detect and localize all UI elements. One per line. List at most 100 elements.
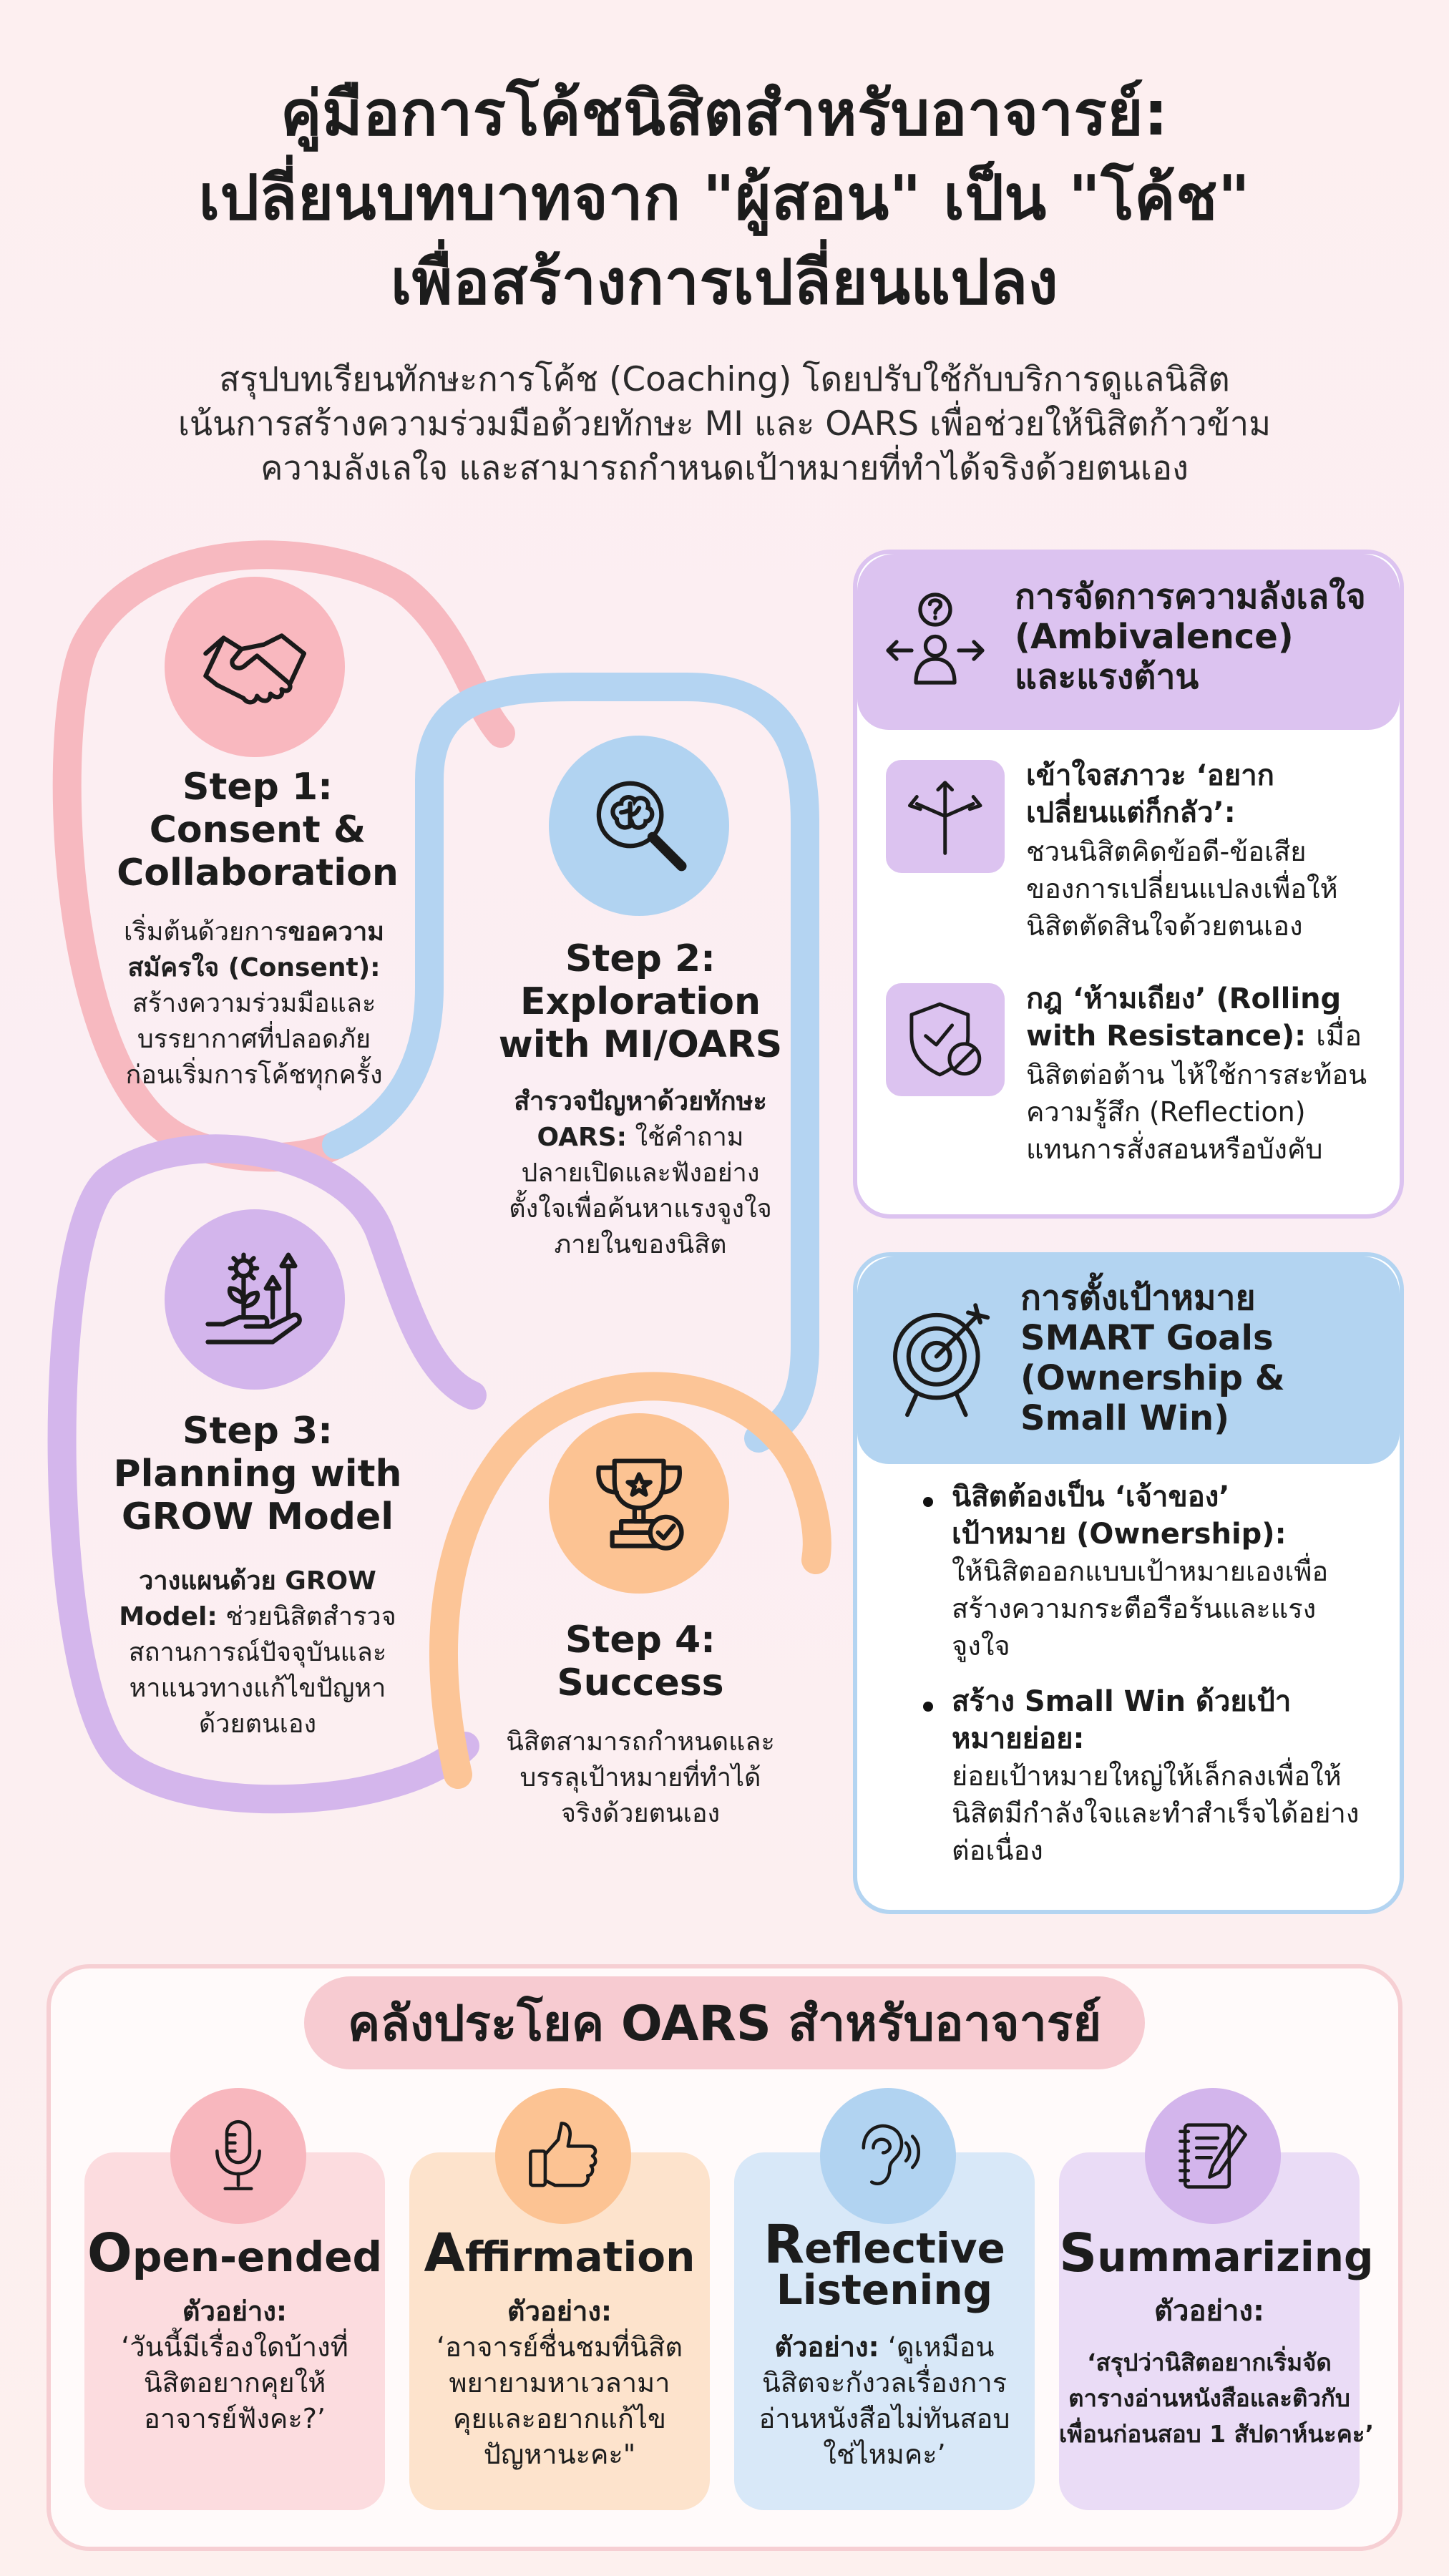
- step-desc-line: นิสิตสามารถกำหนดและ: [506, 1727, 775, 1757]
- oars-title-rest: eflective: [804, 2224, 1005, 2273]
- example-line: อาจารย์ฟังคะ?’: [144, 2403, 326, 2434]
- magnifier-brain-icon: [596, 781, 687, 872]
- ambivalence-item1-description: ชวนนิสิตคิดข้อดี-ข้อเสีย ของการเปลี่ยนแป…: [1026, 833, 1398, 945]
- item-desc-line: นิสิตต่อต้าน ไห้ใช้การสะท้อน: [1026, 1059, 1367, 1091]
- ambivalence-card-title: การจัดการความลังเลใจ (Ambivalence) และแร…: [1015, 577, 1400, 697]
- step-desc-text: ใช้คำถาม: [635, 1123, 744, 1152]
- ambivalence-item2-description: นิสิตต่อต้าน ไห้ใช้การสะท้อน ความรู้สึก …: [1026, 1056, 1400, 1168]
- oars-icon-circle: [820, 2088, 956, 2224]
- step4-icon-circle: [549, 1413, 729, 1594]
- step-title-line: Step 2:: [565, 937, 716, 980]
- bullet-desc-line: จูงใจ: [952, 1630, 1010, 1662]
- oars-initial: A: [424, 2223, 465, 2284]
- step2-icon-circle: [549, 736, 729, 916]
- goals-bullet2-description: ย่อยเป้าหมายใหญ่ให้เล็กลงเพื่อให้ นิสิตม…: [952, 1757, 1395, 1869]
- card-title-line: (Ambivalence): [1015, 617, 1294, 657]
- ear-icon: [862, 2124, 921, 2186]
- example-line: ‘วันนี้มีเรื่องใดบ้างที่: [121, 2331, 348, 2363]
- bullet-desc-line: ให้นิสิตออกแบบเป้าหมายเองเพื่อ: [952, 1556, 1329, 1587]
- item-desc-line: ของการเปลี่ยนแปลงเพื่อให้: [1026, 873, 1338, 904]
- ambivalence-card: การจัดการความลังเลใจ (Ambivalence) และแร…: [853, 550, 1404, 1219]
- path-segment-step4: [429, 1372, 831, 1789]
- bullet-dot: [923, 1497, 933, 1507]
- step3-icon-circle: [165, 1209, 345, 1390]
- example-line: ใช่ไหมคะ’: [823, 2439, 946, 2470]
- step-title-line: Collaboration: [117, 852, 399, 894]
- hand-plant-growth-icon: [205, 1252, 302, 1345]
- example-label: ตัวอย่าง:: [507, 2296, 613, 2327]
- oars-example-summarizing: ตัวอย่าง: ‘สรุปว่านิสิตอยากเริ่มจัด ตารา…: [1059, 2293, 1374, 2452]
- goals-bullet1-title: นิสิตต้องเป็น ‘เจ้าของ’ เป้าหมาย (Owners…: [952, 1478, 1395, 1553]
- oars-example-affirmation: ตัวอย่าง: ‘อาจารย์ชื่นชมที่นิสิต พยายามห…: [409, 2293, 710, 2472]
- example-line: ‘ดูเหมือน: [887, 2331, 995, 2363]
- goals-bullet1-description: ให้นิสิตออกแบบเป้าหมายเองเพื่อ สร้างความ…: [952, 1553, 1395, 1664]
- step-desc-line: ภายในของนิสิต: [554, 1230, 727, 1259]
- trophy-check-icon: [596, 1458, 684, 1551]
- target-arrow-icon: [893, 1303, 990, 1418]
- fork-arrows-tile: [886, 760, 1005, 873]
- bullet-title-line: หมายย่อย:: [952, 1722, 1085, 1755]
- step-desc-line: ด้วยตนเอง: [198, 1709, 317, 1739]
- step-desc-line: บรรลุเป้าหมายที่ทำได้: [519, 1763, 761, 1792]
- step-title-line: Exploration: [520, 980, 761, 1023]
- card-title-line: การจัดการความลังเลใจ: [1015, 577, 1366, 617]
- smart-goals-card: การตั้งเป้าหมาย SMART Goals (Ownership &…: [853, 1252, 1404, 1914]
- bullet-dot: [923, 1702, 933, 1712]
- item-desc-line: ชวนนิสิตคิดข้อดี-ข้อเสีย: [1026, 836, 1307, 867]
- step3-title: Step 3: Planning with GROW Model: [107, 1410, 408, 1538]
- oars-icon-circle: [170, 2088, 306, 2224]
- title-line: เพื่อสร้างการเปลี่ยนแปลง: [390, 247, 1059, 318]
- card-title-line: การตั้งเป้าหมาย: [1020, 1278, 1256, 1318]
- subtitle-line: เน้นการสร้างความร่วมมือด้วยทักษะ MI และ …: [177, 404, 1272, 444]
- step-title-line: with MI/OARS: [498, 1023, 783, 1066]
- oars-title-reflective-listening: Reflective Listening: [734, 2218, 1035, 2311]
- example-line: ตารางอ่านหนังสือและติวกับ: [1068, 2384, 1350, 2412]
- step4-description: นิสิตสามารถกำหนดและ บรรลุเป้าหมายที่ทำได…: [465, 1724, 816, 1832]
- card-title-line: SMART Goals: [1020, 1318, 1274, 1358]
- step1-icon-circle: [165, 577, 345, 757]
- notebook-pen-icon: [1179, 2123, 1247, 2189]
- oars-initial: S: [1059, 2223, 1098, 2284]
- coaching-path: [47, 540, 831, 1814]
- page-subtitle: สรุปบทเรียนทักษะการโค้ช (Coaching) โดยปร…: [79, 358, 1370, 491]
- bullet-title-line: สร้าง Small Win ด้วยเป้า: [952, 1685, 1292, 1718]
- step-title-line: Consent &: [149, 809, 366, 852]
- subtitle-line: สรุปบทเรียนทักษะการโค้ช (Coaching) โดยปร…: [219, 360, 1230, 399]
- example-line: ‘อาจารย์ชื่นชมที่นิสิต: [436, 2331, 683, 2363]
- shield-no-icon: [909, 1002, 982, 1077]
- step-desc-line: หาแนวทางแก้ไขปัญหา: [129, 1674, 386, 1703]
- bullet-desc-line: นิสิตมีกำลังใจและทำสำเร็จได้อย่าง: [952, 1797, 1360, 1829]
- step-desc-line: บรรยากาศที่ปลอดภัย: [137, 1025, 371, 1054]
- step-desc-bold: วางแผนด้วย GROW: [139, 1566, 376, 1596]
- path-segment-step3: [47, 1134, 487, 1814]
- step-desc-line: ก่อนเริ่มการโค้ชทุกครั้ง: [125, 1060, 383, 1090]
- item-title-line: with Resistance):: [1026, 1020, 1307, 1053]
- oars-icon-circle: [1145, 2088, 1281, 2224]
- ambivalence-item1-title: เข้าใจสภาวะ ‘อยาก เปลี่ยนแต่ก็กลัว’:: [1026, 757, 1398, 831]
- smart-goals-card-title: การตั้งเป้าหมาย SMART Goals (Ownership &…: [1020, 1278, 1392, 1438]
- step-desc-line: สถานการณ์ปัจจุบันและ: [128, 1638, 387, 1667]
- oars-example-open-ended: ตัวอย่าง: ‘วันนี้มีเรื่องใดบ้างที่ นิสิต…: [84, 2293, 385, 2436]
- oars-icon-circle: [495, 2088, 631, 2224]
- example-line: ปัญหานะคะ": [483, 2439, 636, 2470]
- step-desc-bold: OARS:: [537, 1123, 628, 1152]
- step-title-line: GROW Model: [121, 1496, 394, 1538]
- title-line: คู่มือการโค้ชนิสิตสำหรับอาจารย์:: [280, 78, 1169, 150]
- example-line: นิสิตจะกังวลเรื่องการ: [761, 2367, 1008, 2399]
- item-title-line: เปลี่ยนแต่ก็กลัว’:: [1026, 796, 1236, 829]
- card-title-line: (Ownership &: [1020, 1358, 1285, 1398]
- example-label: ตัวอย่าง:: [774, 2331, 879, 2363]
- bullet-title-line: นิสิตต้องเป็น ‘เจ้าของ’: [952, 1480, 1230, 1513]
- example-label: ตัวอย่าง:: [182, 2296, 288, 2327]
- step2-description: สำรวจปัญหาด้วยทักษะ OARS: ใช้คำถาม ปลายเ…: [472, 1084, 809, 1263]
- subtitle-line: ความลังเลใจ และสามารถกำหนดเป้าหมายที่ทำไ…: [260, 449, 1189, 488]
- card-title-line: Small Win): [1020, 1398, 1230, 1438]
- oars-title-summarizing: Summarizing: [1059, 2227, 1374, 2280]
- step-desc-bold: สำรวจปัญหาด้วยทักษะ: [514, 1087, 767, 1116]
- item-title-line: กฎ ‘ห้ามเถียง’ (Rolling: [1026, 982, 1342, 1015]
- step-desc-line: ตั้งใจเพื่อค้นหาแรงจูงใจ: [509, 1194, 772, 1224]
- item-desc-line: แทนการสั่งสอนหรือบังคับ: [1026, 1133, 1323, 1165]
- example-line: พยายามหาเวลามา: [449, 2367, 670, 2399]
- item-title-tail: เมื่อ: [1316, 1020, 1362, 1053]
- step-title-line: Step 4:: [565, 1619, 716, 1662]
